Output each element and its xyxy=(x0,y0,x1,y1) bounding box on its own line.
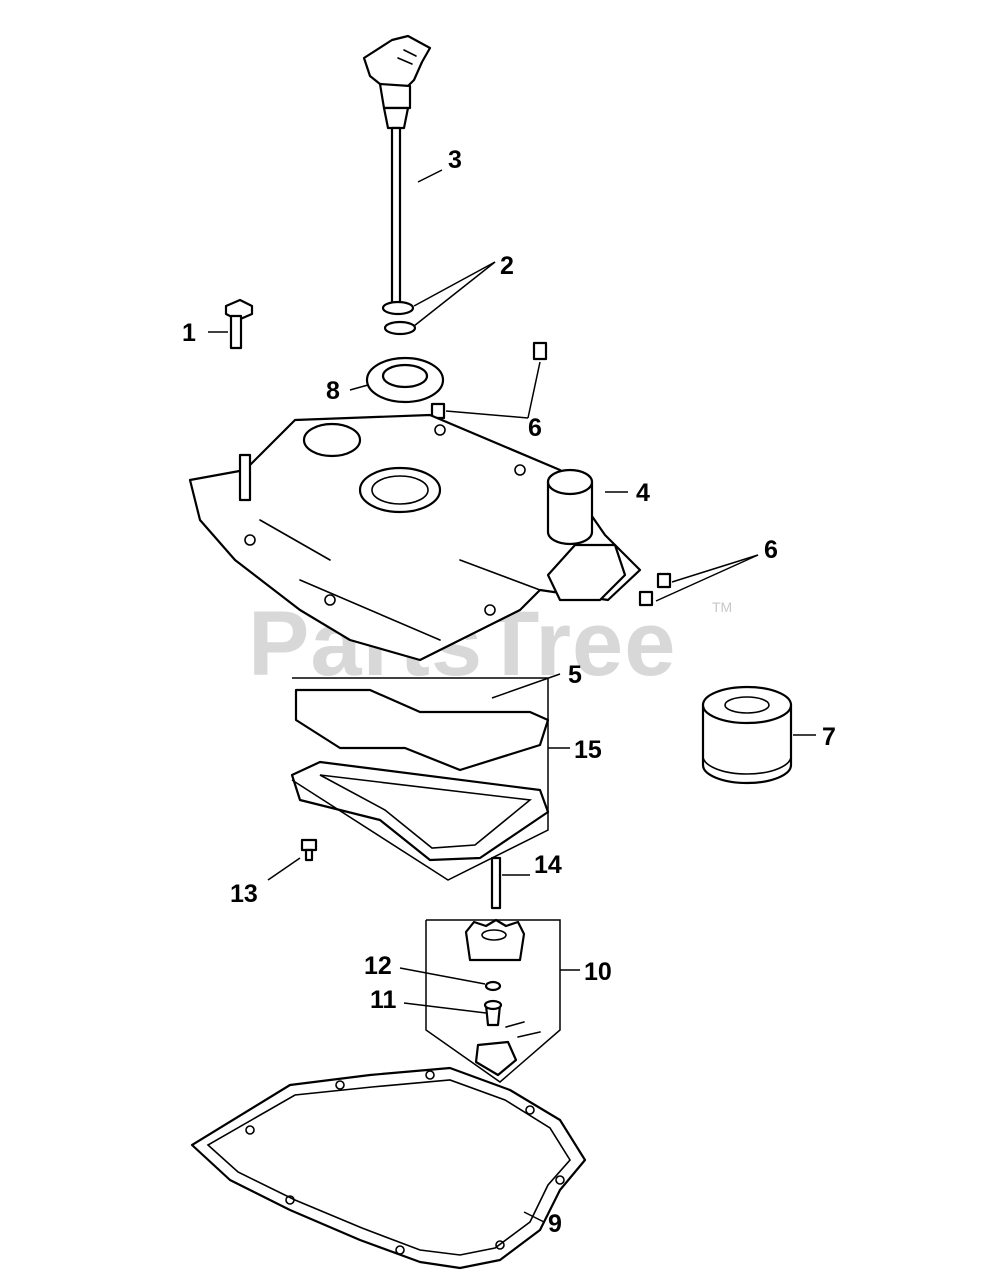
callout-2: 2 xyxy=(500,252,514,280)
part-closure-plate[interactable] xyxy=(188,413,642,662)
callout-numbers: 1 2 3 4 5 6 6 7 8 9 10 11 12 13 14 15 xyxy=(182,146,836,1238)
callout-6-top: 6 xyxy=(528,414,542,442)
part-oil-pump-assembly[interactable] xyxy=(464,918,541,1077)
part-pin[interactable] xyxy=(490,856,502,910)
callout-14: 14 xyxy=(534,851,562,879)
callout-12: 12 xyxy=(364,952,392,980)
callout-10: 10 xyxy=(584,958,612,986)
part-bolt[interactable] xyxy=(224,298,254,350)
part-screw[interactable] xyxy=(300,838,318,862)
callout-13: 13 xyxy=(230,880,258,908)
callout-15: 15 xyxy=(574,736,602,764)
callout-5: 5 xyxy=(568,661,582,689)
callout-11: 11 xyxy=(370,986,397,1014)
part-dipstick[interactable] xyxy=(362,34,432,308)
callout-4: 4 xyxy=(636,479,650,507)
callout-8: 8 xyxy=(326,377,340,405)
part-crankcase-gasket[interactable] xyxy=(190,1066,587,1270)
callout-1: 1 xyxy=(182,319,196,347)
part-o-rings[interactable] xyxy=(381,300,417,336)
part-gaskets[interactable] xyxy=(290,688,550,862)
leader-lines xyxy=(208,169,816,1223)
callout-3: 3 xyxy=(448,146,462,174)
part-oil-filter[interactable] xyxy=(701,685,793,785)
part-seal[interactable] xyxy=(365,356,445,404)
callout-9: 9 xyxy=(548,1210,562,1238)
callout-7: 7 xyxy=(822,723,836,751)
callout-6-right: 6 xyxy=(764,536,778,564)
watermark-trademark: TM xyxy=(712,599,732,615)
